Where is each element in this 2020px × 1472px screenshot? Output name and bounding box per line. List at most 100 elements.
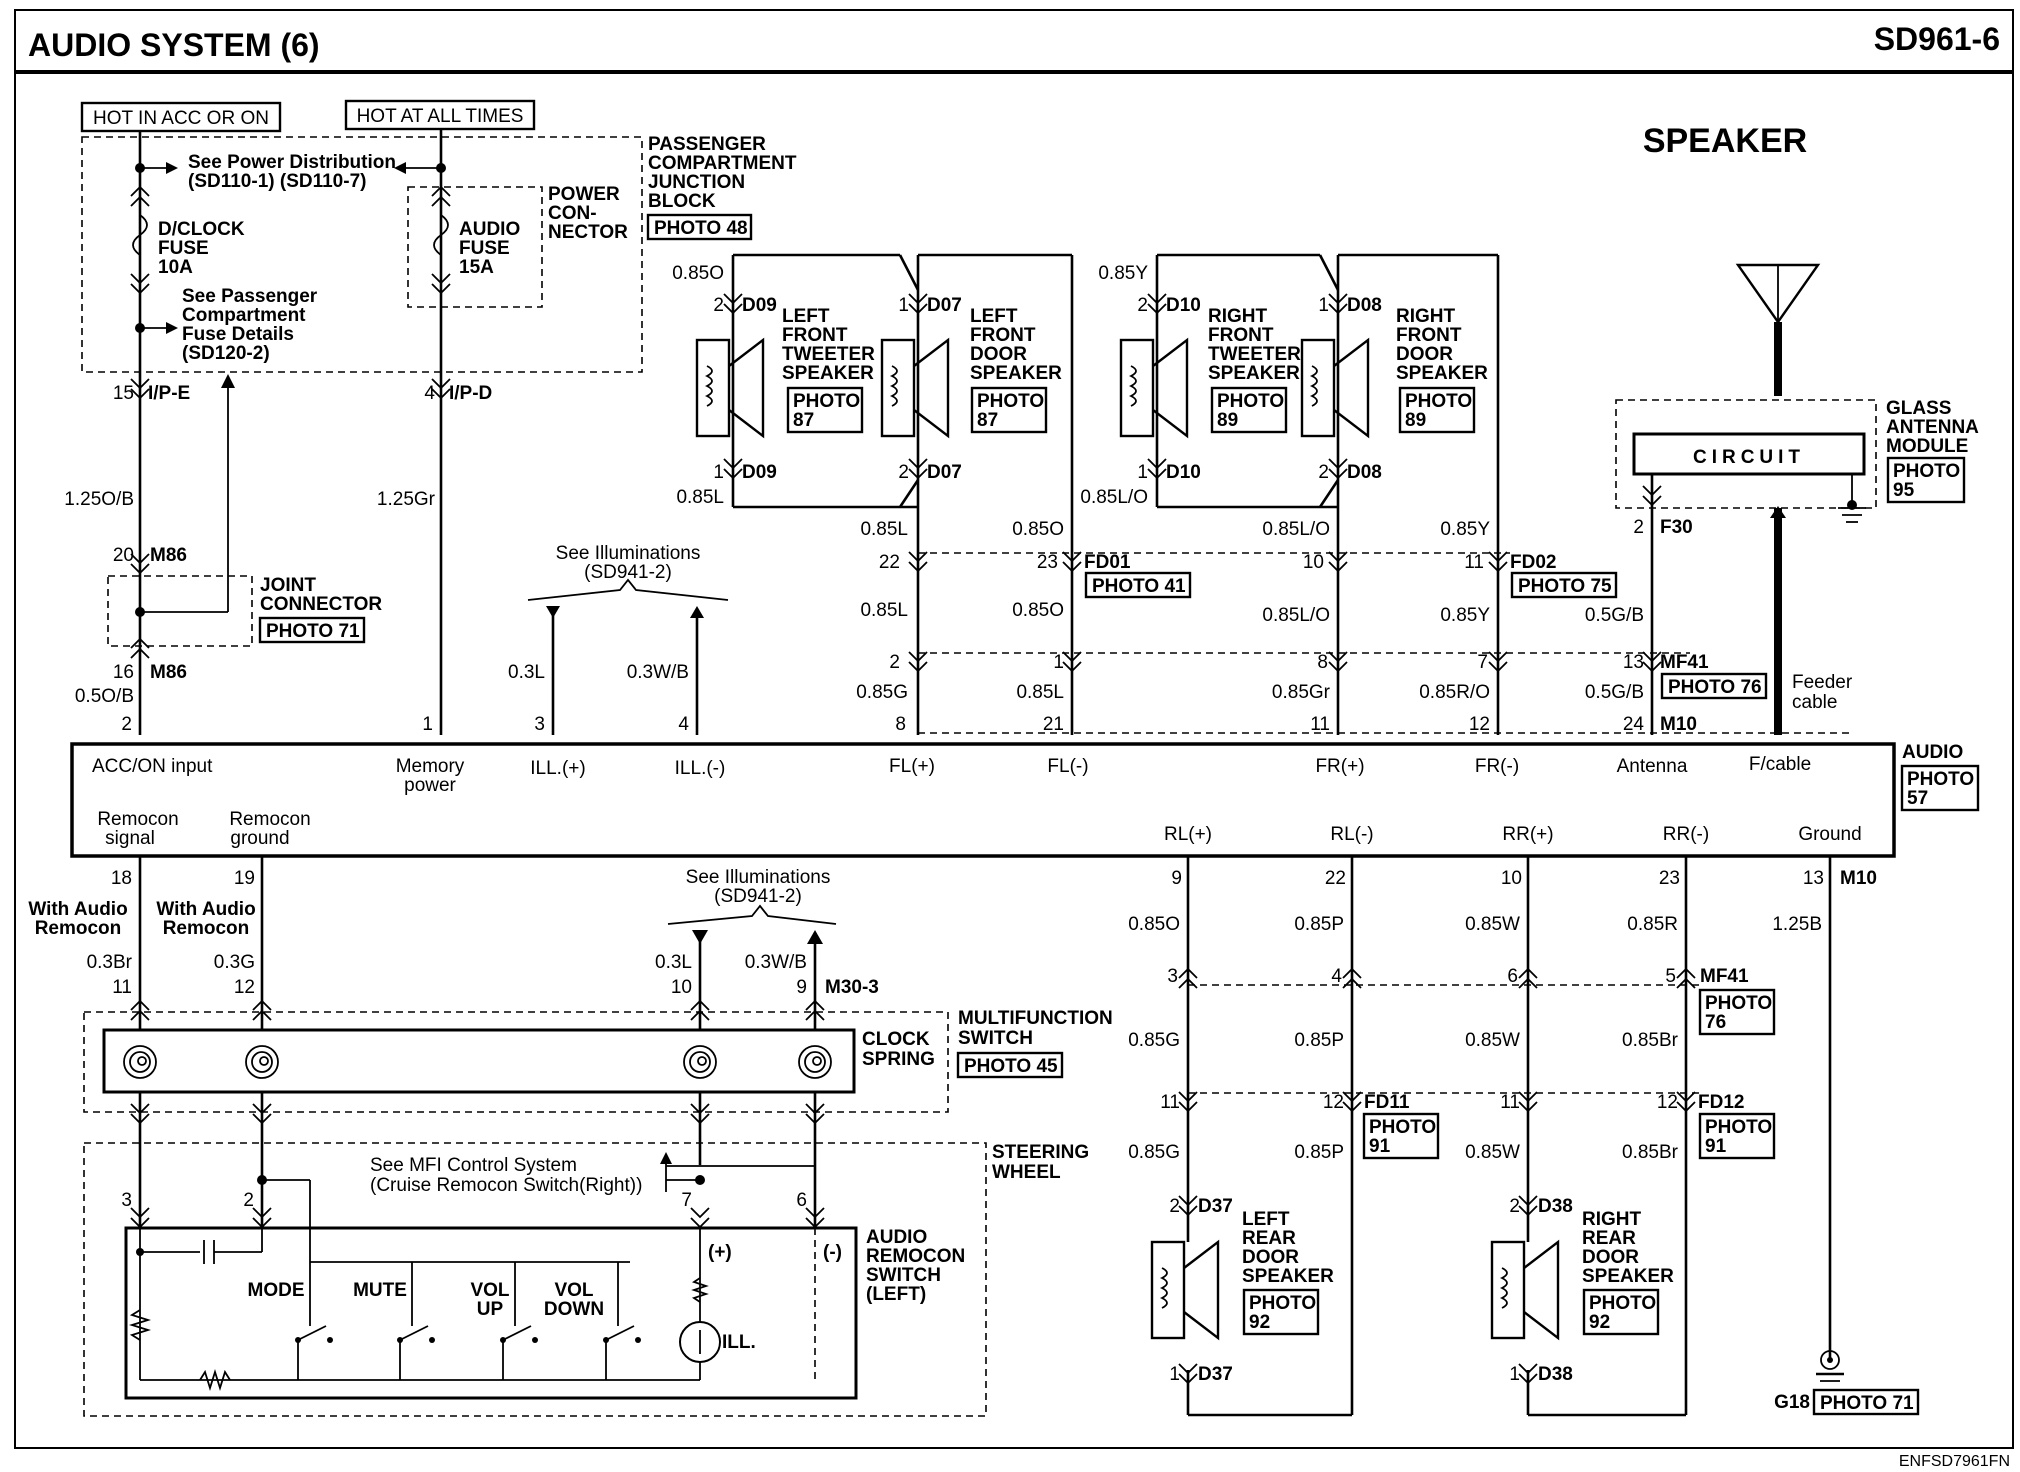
- lr-photo-n: 92: [1249, 1312, 1270, 1333]
- lbl-rr-plus: RR(+): [1502, 824, 1553, 845]
- rw-p-9: 9: [1171, 868, 1182, 889]
- lft-name-3: TWEETER: [782, 344, 875, 365]
- wire-125gr: 1.25Gr: [377, 489, 436, 510]
- lft-wire-bot: 0.85L: [676, 487, 724, 508]
- wire-03g: 0.3G: [214, 952, 255, 973]
- see-illum-top-2: (SD941-2): [584, 562, 672, 583]
- see-pc-4: (SD120-2): [182, 343, 270, 364]
- btn-mode: MODE: [248, 1280, 305, 1301]
- fw-p3-2: 11: [1310, 714, 1330, 735]
- lbl-remocon-ground-2: ground: [230, 828, 289, 849]
- joint-m86-b: M86: [150, 662, 187, 683]
- pin-10: 10: [671, 977, 692, 998]
- rfd-conn: D08: [1347, 295, 1382, 316]
- rr-name-2: REAR: [1582, 1228, 1636, 1249]
- rfd-name-3: DOOR: [1396, 344, 1453, 365]
- lbl-ill-minus: ILL.(-): [675, 758, 726, 779]
- lfd-pin-top: 1: [898, 295, 909, 316]
- rr-pin-top: 2: [1509, 1196, 1520, 1217]
- rw-w1-4: 1.25B: [1772, 914, 1822, 935]
- sw-pin-7: 7: [681, 1190, 692, 1211]
- sw-name-2: REMOCON: [866, 1246, 965, 1267]
- rw-w3-2: 0.85W: [1465, 1142, 1520, 1163]
- lft-pin-bot: 1: [713, 462, 724, 483]
- rfd-pin-top: 1: [1318, 295, 1329, 316]
- rw-mf-3: 3: [1167, 966, 1178, 987]
- rw-m10: M10: [1840, 868, 1877, 889]
- rft-name-1: RIGHT: [1208, 306, 1268, 327]
- fw-p1-1: 23: [1037, 552, 1058, 573]
- junction-block-outline: [81, 136, 643, 373]
- rft-name-2: FRONT: [1208, 325, 1274, 346]
- lbl-fl-minus: FL(-): [1047, 756, 1088, 777]
- fw-w2-1: 0.85O: [1012, 600, 1064, 621]
- hot-acc-label: HOT IN ACC OR ON: [93, 108, 269, 129]
- ground-photo: PHOTO 71: [1820, 1393, 1914, 1414]
- lft-conn: D09: [742, 295, 777, 316]
- see-illum-bot-2: (SD941-2): [714, 886, 802, 907]
- jb-label-1: PASSENGER: [648, 134, 766, 155]
- pin-9: 9: [796, 977, 807, 998]
- steering-label-2: WHEEL: [992, 1162, 1061, 1183]
- sw-pin-2: 2: [243, 1190, 254, 1211]
- pin-18: 18: [111, 868, 132, 889]
- jb-label-3: JUNCTION: [648, 172, 745, 193]
- wire-03br: 0.3Br: [87, 952, 133, 973]
- rw-fd12-photo: PHOTO: [1705, 1117, 1772, 1138]
- audio-fuse-3: 15A: [459, 257, 494, 278]
- rft-pin-bot: 1: [1137, 462, 1148, 483]
- lr-conn: D37: [1198, 1196, 1233, 1217]
- fw-p3-0: 8: [895, 714, 906, 735]
- pin-15: 15: [113, 383, 134, 404]
- lr-name-1: LEFT: [1242, 1209, 1290, 1230]
- rw-w2-3: 0.85Br: [1622, 1030, 1679, 1051]
- rw-mf-6: 6: [1507, 966, 1518, 987]
- wire-03wb: 0.3W/B: [745, 952, 807, 973]
- rfd-name-2: FRONT: [1396, 325, 1462, 346]
- steering-label-1: STEERING: [992, 1142, 1089, 1163]
- multifunction-photo: PHOTO 45: [964, 1056, 1058, 1077]
- conn-m30-3: M30-3: [825, 977, 879, 998]
- rw-fd11-photo-n: 91: [1369, 1136, 1391, 1157]
- rft-wire-top: 0.85Y: [1098, 263, 1148, 284]
- joint-label-1: JOINT: [260, 575, 316, 596]
- ground-id: G18: [1774, 1392, 1810, 1413]
- lbl-rl-plus: RL(+): [1164, 824, 1212, 845]
- lr-name-3: DOOR: [1242, 1247, 1299, 1268]
- see-illum-top-1: See Illuminations: [556, 543, 701, 564]
- rw-w1-2: 0.85W: [1465, 914, 1520, 935]
- fw-w2-2: 0.85L/O: [1262, 605, 1330, 626]
- lbl-remocon-ground-1: Remocon: [229, 809, 310, 830]
- antenna-circuit: CIRCUIT: [1693, 447, 1805, 468]
- power-conn-3: NECTOR: [548, 222, 628, 243]
- rear-speakers: 2 D37 1 D37 LEFT REAR DOOR SPEAKER PHOTO…: [1150, 1195, 1686, 1417]
- fw-p2-2: 8: [1317, 652, 1328, 673]
- illumination-top: See Illuminations (SD941-2) 0.3L 0.3W/B: [508, 543, 729, 735]
- multifunction-switch: CLOCK SPRING MULTIFUNCTION SWITCH PHOTO …: [83, 1000, 1113, 1124]
- fw-p3-3: 12: [1469, 714, 1490, 735]
- diagram-code: SD961-6: [1874, 21, 2000, 57]
- fw-p1-2: 10: [1303, 552, 1324, 573]
- antenna-module-2: ANTENNA: [1886, 417, 1979, 438]
- joint-connector: 20 M86 16 M86 JOINT CONNECTOR PHOTO 71 0…: [75, 545, 383, 707]
- pin-11: 11: [112, 977, 132, 998]
- antenna-module-1: GLASS: [1886, 398, 1951, 419]
- rft-pin-top: 2: [1137, 295, 1148, 316]
- page-title: AUDIO SYSTEM (6): [28, 27, 320, 63]
- ill-label: ILL.: [722, 1332, 756, 1353]
- fw-p2-3: 7: [1477, 652, 1488, 673]
- audio-pin-3: 3: [534, 714, 545, 735]
- footer-id: ENFSD7961FN: [1899, 1453, 2010, 1470]
- fw-w1-0: 0.85L: [860, 519, 908, 540]
- antenna-mf41: MF41: [1660, 652, 1709, 673]
- rfd-pin-bot: 2: [1318, 462, 1329, 483]
- jb-label-2: COMPARTMENT: [648, 153, 797, 174]
- rw-p-22: 22: [1325, 868, 1346, 889]
- rw-p-23: 23: [1659, 868, 1680, 889]
- power-conn-1: POWER: [548, 184, 620, 205]
- audio-photo: PHOTO: [1907, 769, 1974, 790]
- audio-unit: AUDIO PHOTO 57 ACC/ON input Memory power…: [70, 742, 1980, 858]
- pin-4: 4: [424, 383, 435, 404]
- lft-photo-n: 87: [793, 410, 814, 431]
